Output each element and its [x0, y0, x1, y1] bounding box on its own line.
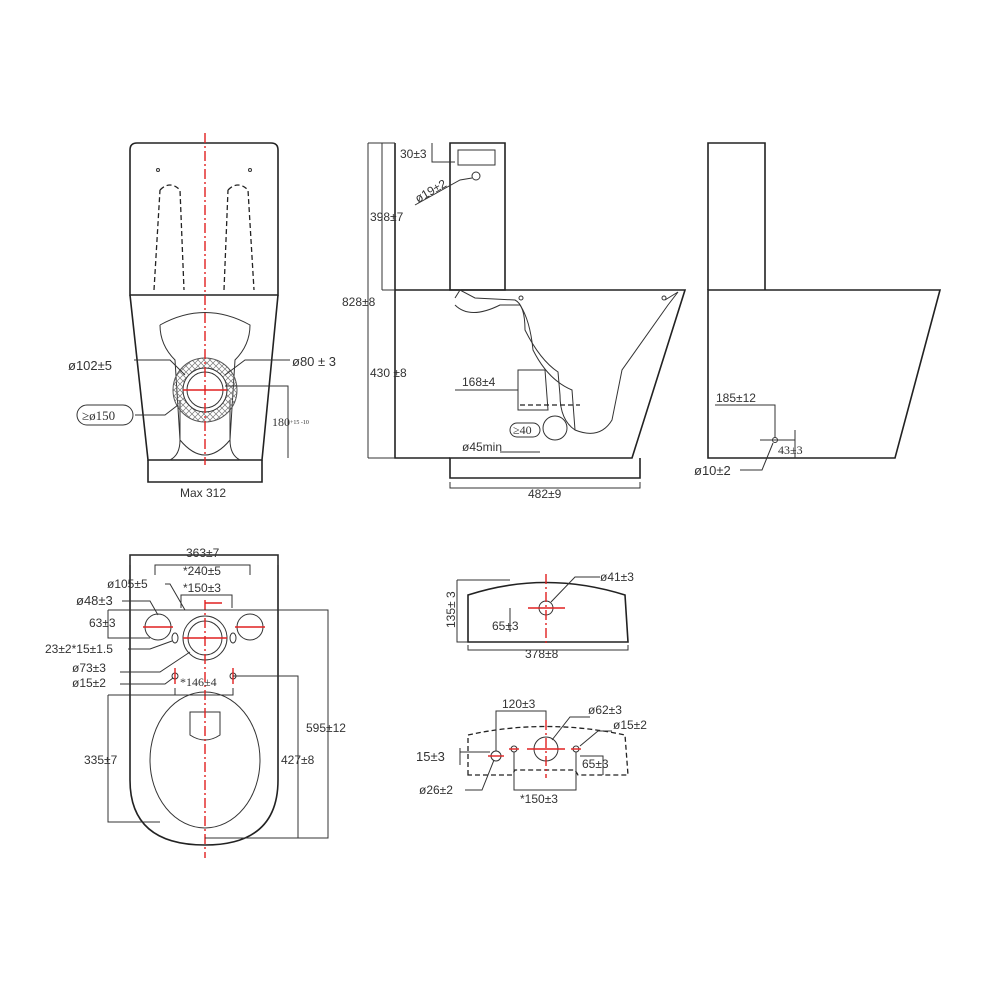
- dim-outlet-height: 180: [272, 415, 290, 429]
- dim-fix-height: 185±12: [716, 391, 756, 405]
- dim-button-offset: 65±3: [492, 619, 519, 633]
- dim-tank-height: 398±7: [370, 210, 404, 224]
- dim-fix-offset: 43±3: [778, 443, 803, 457]
- dim-bolt-offset: 63±3: [89, 616, 116, 630]
- dim-tank-length: 378±8: [525, 647, 559, 661]
- side-view: 30±3 ø19±2 398±7 828±8 430 ±8 168±4 ≥40 …: [342, 142, 687, 501]
- dim-inlet: ø19±2: [413, 176, 450, 205]
- dim-button-hole: ø41±3: [600, 570, 634, 584]
- dim-outlet-inner: ø80 ± 3: [292, 354, 336, 369]
- dim-bolt-hole: ø48±3: [76, 593, 113, 608]
- dim-spacing-a: 120±3: [502, 697, 536, 711]
- tank-bottom-view: 120±3 ø62±3 ø15±2 15±3 65±3 ø26±2 *150±3: [416, 697, 647, 806]
- dim-passage: ø45min: [462, 440, 502, 454]
- dim-fix-spacing: *146±4: [180, 675, 217, 689]
- dim-tank-top: 30±3: [400, 147, 427, 161]
- dim-plan-width: 363±7: [186, 546, 220, 560]
- front-view: ø102±5 ø80 ± 3 ≥ø150 180 +15 -10 Max 312: [68, 133, 336, 500]
- dim-outlet-outer: ø102±5: [68, 358, 112, 373]
- dim-tank-inlet: ø26±2: [419, 783, 453, 797]
- dim-min-hole: ≥ø150: [82, 408, 115, 423]
- rear-view: 185±12 43±3 ø10±2: [694, 142, 942, 478]
- dim-tank-depth: 135± 3: [444, 591, 458, 628]
- dim-tank-bolt: ø15±2: [613, 718, 647, 732]
- dim-fix-hole: ø10±2: [694, 463, 731, 478]
- dim-depth: 482±9: [528, 487, 562, 501]
- dim-center-hole: ø73±3: [72, 661, 106, 675]
- dim-bolt-spacing: *240±5: [183, 564, 221, 578]
- dim-total-length: 595±12: [306, 721, 346, 735]
- dim-trapway: ≥40: [513, 423, 532, 437]
- dim-ring: ø105±5: [107, 577, 148, 591]
- dim-seat-height: 430 ±8: [370, 366, 407, 380]
- dim-front-to-fix: 427±8: [281, 753, 315, 767]
- dim-tank-bolt-spacing: *150±3: [520, 792, 558, 806]
- dim-seat-to-hole: 335±7: [84, 753, 118, 767]
- dim-max-width: Max 312: [180, 486, 226, 500]
- dim-trap-depth: 168±4: [462, 375, 496, 389]
- plan-view: 363±7 *240±5 *150±3 ø105±5 ø48±3 63±3 23…: [45, 546, 346, 858]
- dim-inner-spacing: *150±3: [183, 581, 221, 595]
- dim-plan-fix-hole: ø15±2: [72, 676, 106, 690]
- dim-tank-outlet: ø62±3: [588, 703, 622, 717]
- tank-top-view: ø41±3 135± 3 65±3 378±8: [444, 570, 634, 661]
- dim-total-height: 828±8: [342, 295, 376, 309]
- dim-slot: 23±2*15±1.5: [45, 642, 113, 656]
- dim-offset-left: 15±3: [416, 749, 445, 764]
- dim-outlet-height-tol: +15 -10: [290, 420, 309, 426]
- dim-offset-right: 65±3: [582, 757, 609, 771]
